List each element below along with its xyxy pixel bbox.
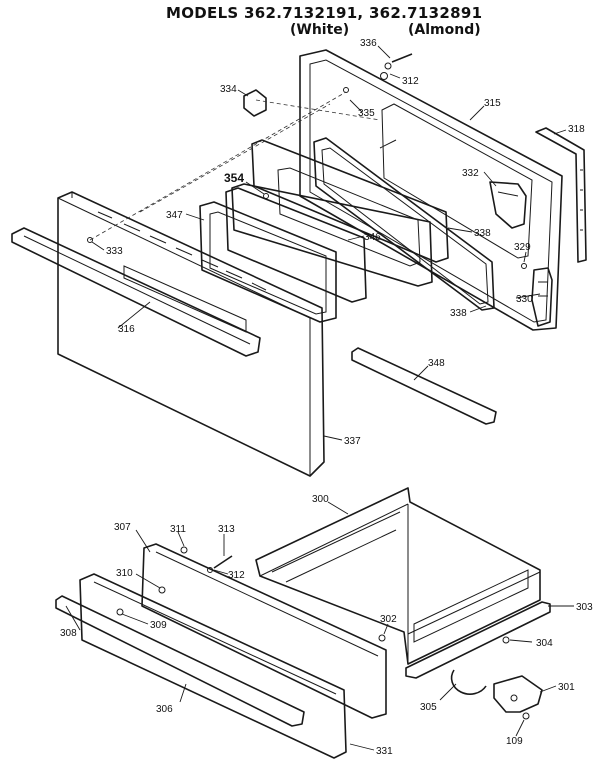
callout-348: 348 <box>428 358 445 369</box>
callout-334: 334 <box>220 84 237 95</box>
callout-338-upper: 338 <box>474 228 491 239</box>
part-337-outer-door-panel <box>57 191 325 477</box>
diagram-title: MODELS 362.7132191, 362.7132891 <box>166 4 483 22</box>
part-338-window-pack <box>251 139 449 267</box>
callout-310: 310 <box>116 568 133 579</box>
callout-330: 330 <box>516 294 533 305</box>
callout-347: 347 <box>166 210 183 221</box>
callout-354: 354 <box>224 171 244 185</box>
upper-hardware <box>87 53 527 269</box>
lower-hardware <box>116 546 530 720</box>
part-338-rear-panel <box>313 137 495 311</box>
callout-302: 302 <box>380 614 397 625</box>
part-303-drawer-rail <box>405 601 551 679</box>
callout-307: 307 <box>114 522 131 533</box>
part-346-window-glass <box>225 187 367 303</box>
part-332-hinge-bracket <box>489 181 527 229</box>
callout-333: 333 <box>106 246 123 257</box>
callout-313: 313 <box>218 524 235 535</box>
callout-331: 331 <box>376 746 393 757</box>
callout-332: 332 <box>462 168 479 179</box>
callout-309: 309 <box>150 620 167 631</box>
callout-304: 304 <box>536 638 553 649</box>
callout-109: 109 <box>506 736 523 747</box>
callout-315: 315 <box>484 98 501 109</box>
color-white-label: (White) <box>290 22 350 38</box>
part-347-window-frame <box>199 201 337 323</box>
callout-336: 336 <box>360 38 377 49</box>
callout-305: 305 <box>420 702 437 713</box>
part-348-trim-strip <box>351 347 497 425</box>
part-300-drawer-body <box>255 487 541 665</box>
part-330-hinge <box>531 267 553 327</box>
leader-lines <box>65 45 574 751</box>
color-almond-label: (Almond) <box>408 22 481 38</box>
part-308-drawer-trim <box>55 595 305 727</box>
callout-337: 337 <box>344 436 361 447</box>
callout-300: 300 <box>312 494 329 505</box>
callout-301: 301 <box>558 682 575 693</box>
callout-311: 311 <box>170 524 186 535</box>
part-316-door-handle <box>11 227 261 357</box>
part-354-inner-glass <box>231 183 433 287</box>
callout-312-lower: 312 <box>228 570 245 581</box>
callout-303: 303 <box>576 602 593 613</box>
part-318-hinge-strip <box>535 127 587 263</box>
part-301-bracket <box>493 675 543 713</box>
callout-312-upper: 312 <box>402 76 419 87</box>
callout-346: 346 <box>364 232 381 243</box>
callout-329: 329 <box>514 242 531 253</box>
part-307-drawer-front <box>141 543 387 719</box>
callout-316: 316 <box>118 324 135 335</box>
part-305-wire-clip <box>450 669 487 695</box>
assembly-lines-upper <box>89 91 381 241</box>
callout-335: 335 <box>358 108 375 119</box>
part-306-outer-drawer-panel <box>79 573 347 759</box>
callout-318: 318 <box>568 124 585 135</box>
callout-labels: 336 312 334 335 315 318 354 332 347 346 … <box>60 38 593 757</box>
callout-308: 308 <box>60 628 77 639</box>
callout-338-lower: 338 <box>450 308 467 319</box>
callout-306: 306 <box>156 704 173 715</box>
